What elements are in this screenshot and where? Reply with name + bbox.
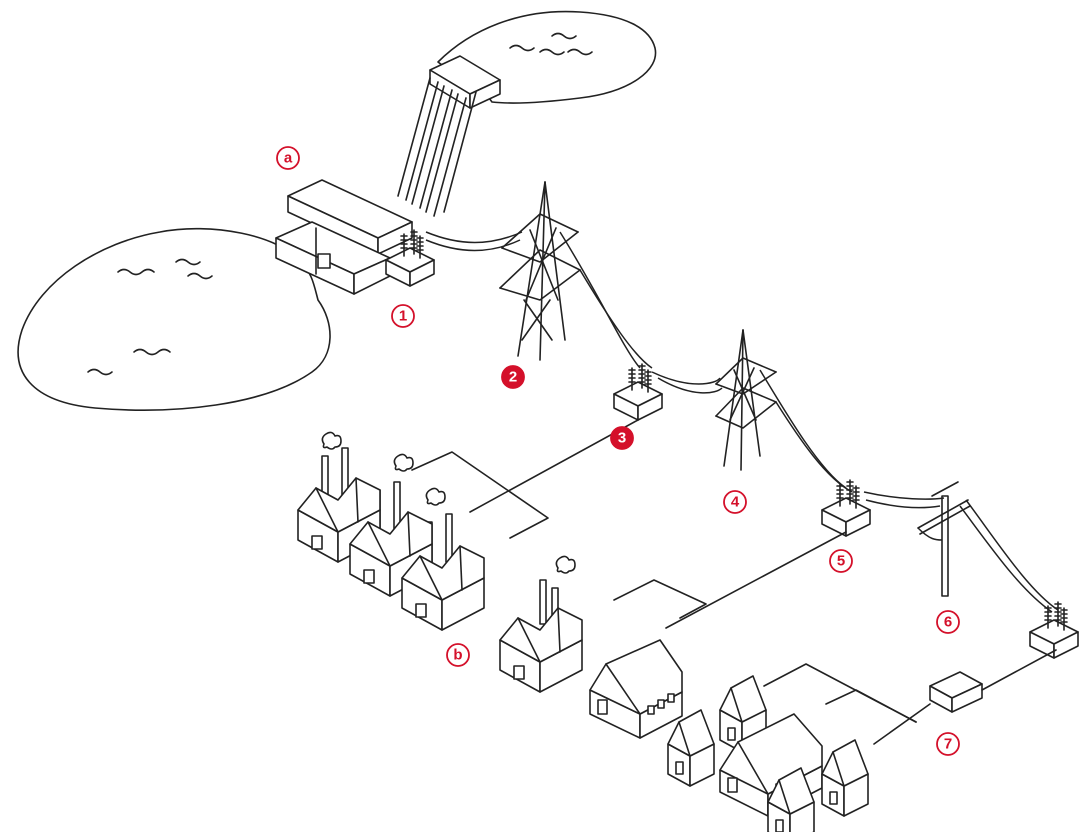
svg-text:1: 1 (399, 308, 407, 325)
water-ripples (510, 34, 592, 55)
svg-text:6: 6 (944, 614, 952, 631)
callout-2: 2 (502, 366, 524, 388)
industrial-factories (298, 432, 582, 692)
neighborhood-transformer-box (930, 672, 982, 712)
smoke-puff (394, 454, 413, 471)
callout-3: 3 (611, 427, 633, 449)
transmission-pylon-medium (716, 330, 776, 470)
callout-7: 7 (937, 733, 959, 755)
callout-6: 6 (937, 611, 959, 633)
svg-text:3: 3 (618, 430, 626, 447)
callout-1: 1 (392, 305, 414, 327)
svg-text:4: 4 (731, 494, 740, 511)
long-house (590, 640, 682, 738)
callout-b: b (447, 644, 469, 666)
svg-text:2: 2 (509, 369, 517, 386)
house (668, 710, 714, 786)
svg-text:b: b (453, 647, 462, 664)
callout-4: 4 (724, 491, 746, 513)
smoke-puff (322, 432, 341, 449)
transmission-pylon-large (500, 182, 580, 360)
callout-a: a (277, 147, 299, 169)
pole-transformer (1030, 602, 1078, 658)
svg-text:a: a (284, 150, 293, 167)
smoke-puff (426, 488, 445, 505)
residential-area (590, 640, 868, 832)
svg-text:5: 5 (837, 553, 845, 570)
water-ripples (88, 260, 212, 375)
callout-5: 5 (830, 550, 852, 572)
smoke-puff (556, 556, 575, 573)
substation-transformer (614, 364, 662, 420)
svg-text:7: 7 (944, 736, 952, 753)
house (822, 740, 868, 816)
